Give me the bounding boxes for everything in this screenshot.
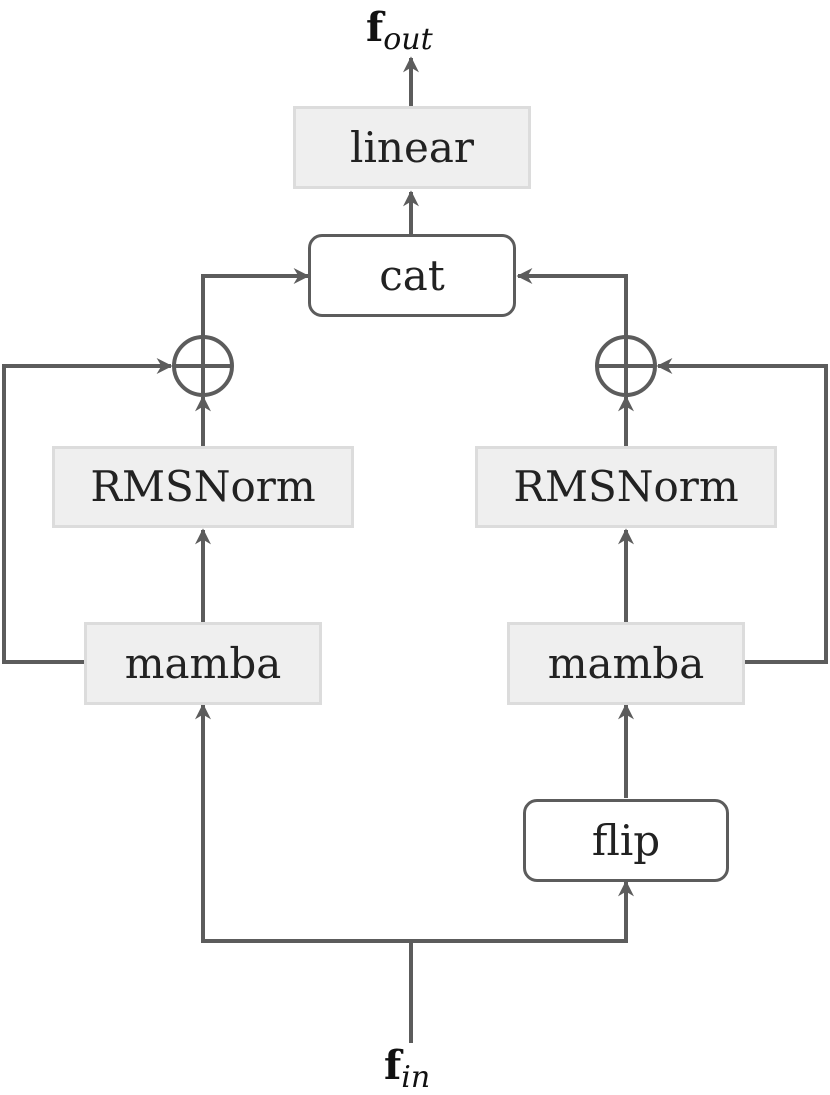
output-subscript: out xyxy=(383,22,433,57)
right-sum-node xyxy=(595,335,657,397)
arrow-left-sum-to-cat xyxy=(201,268,310,337)
right-skip-connection xyxy=(656,358,828,664)
input-label: fin xyxy=(384,1046,430,1093)
rmsnorm-block-left: RMSNorm xyxy=(52,446,354,528)
output-label: fout xyxy=(366,8,433,55)
linear-block: linear xyxy=(293,106,531,189)
input-symbol: f xyxy=(384,1042,402,1089)
left-sum-node xyxy=(172,335,234,397)
flip-block: flip xyxy=(523,799,729,882)
arrow-input-to-left-mamba xyxy=(195,703,411,943)
output-symbol: f xyxy=(366,4,384,51)
arrow-right-sum-to-cat xyxy=(516,268,628,337)
arrow-input-to-flip xyxy=(411,880,634,943)
mamba-block-left: mamba xyxy=(84,622,322,705)
input-subscript: in xyxy=(401,1060,431,1095)
rmsnorm-block-right: RMSNorm xyxy=(475,446,777,528)
cat-block: cat xyxy=(308,234,516,317)
left-skip-connection xyxy=(2,358,173,664)
mamba-block-right: mamba xyxy=(507,622,745,705)
